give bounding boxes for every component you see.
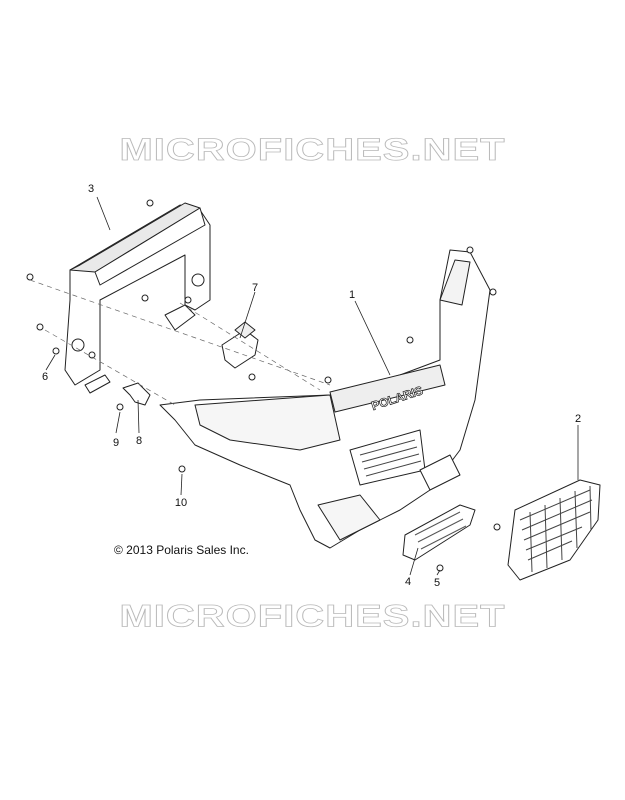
watermark-top: MICROFICHES.NET xyxy=(119,132,506,168)
lower-grille-part-4 xyxy=(402,504,476,561)
callout-5: 5 xyxy=(433,577,441,589)
callout-8: 8 xyxy=(135,435,143,447)
callout-10: 10 xyxy=(174,497,188,509)
callout-4: 4 xyxy=(404,576,412,588)
shroud-bracket-part-3 xyxy=(64,202,211,394)
callout-3: 3 xyxy=(87,183,95,195)
callout-2: 2 xyxy=(574,413,582,425)
front-bumper-part-1 xyxy=(159,249,491,549)
dashed-guide-lines xyxy=(29,279,331,406)
callout-6: 6 xyxy=(41,371,49,383)
callout-1: 1 xyxy=(348,289,356,301)
copyright-notice: © 2013 Polaris Sales Inc. xyxy=(114,543,249,557)
callout-9: 9 xyxy=(112,437,120,449)
bracket-part-7 xyxy=(221,321,259,369)
callout-7: 7 xyxy=(251,282,259,294)
mesh-grille-part-2 xyxy=(507,479,601,581)
clip-part-8 xyxy=(122,382,151,406)
leader-lines xyxy=(45,196,579,576)
watermark-bottom: MICROFICHES.NET xyxy=(119,598,506,634)
fasteners xyxy=(26,199,501,572)
